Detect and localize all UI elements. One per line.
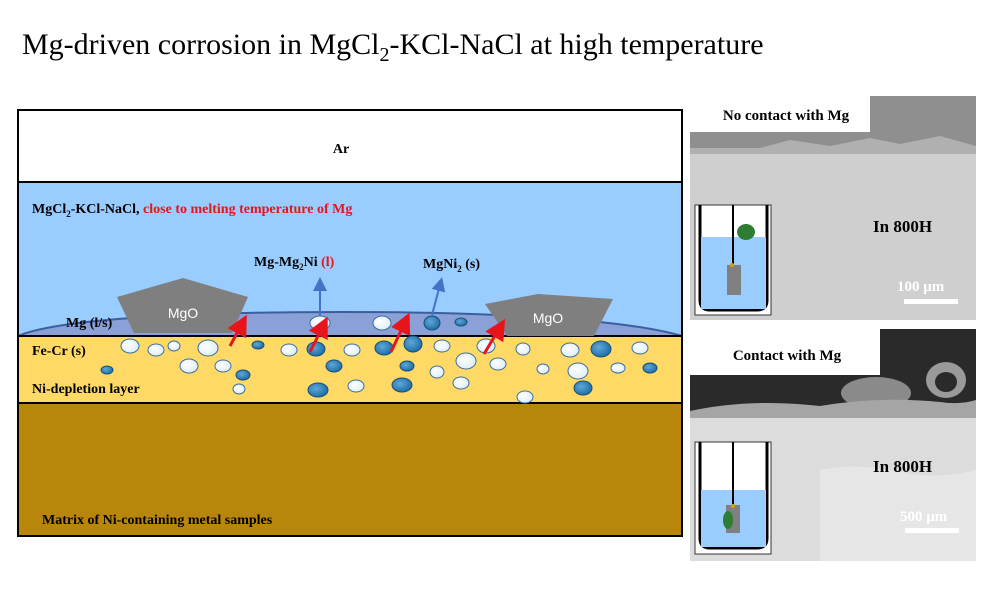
ni-diffusion-arrows [227,312,506,355]
molten-salt-label: MgCl2-KCl-NaCl, close to melting tempera… [32,202,352,219]
mgni2-label: MgNi2 (s) [423,257,480,274]
mg-mg2ni-label: Mg-Mg2Ni (l) [254,255,335,272]
page-title: Mg-driven corrosion in MgCl2-KCl-NaCl at… [22,28,764,66]
argon-label: Ar [333,142,349,157]
scalebar-bottom [905,528,959,533]
micrograph-no-contact: No contact with Mg In 800H 100 μm [690,96,976,320]
mgo-island-right [485,294,613,336]
mg-ls-label: Mg (l/s) [66,316,113,331]
mgo-left-label: MgO [168,305,198,321]
scalebar-label-bottom: 500 μm [900,509,948,525]
metal-matrix [17,402,683,537]
product-arrows [313,277,446,316]
depletion-particles [100,335,658,404]
no-contact-label: No contact with Mg [723,108,850,124]
argon-region [17,109,683,183]
scalebar-top [904,299,958,304]
mgo-island-left [117,278,248,333]
scalebar-label-top: 100 μm [897,279,945,295]
alloy-label-bottom: In 800H [873,457,932,476]
matrix-label: Matrix of Ni-containing metal samples [42,513,273,528]
alloy-label-top: In 800H [873,217,932,236]
mgo-right-label: MgO [533,310,563,326]
ni-depletion-label: Ni-depletion layer [32,382,140,397]
fe-cr-label: Fe-Cr (s) [32,344,86,359]
micrograph-contact: Contact with Mg In 800H 500 μm [690,329,976,561]
contact-label: Contact with Mg [733,348,842,364]
